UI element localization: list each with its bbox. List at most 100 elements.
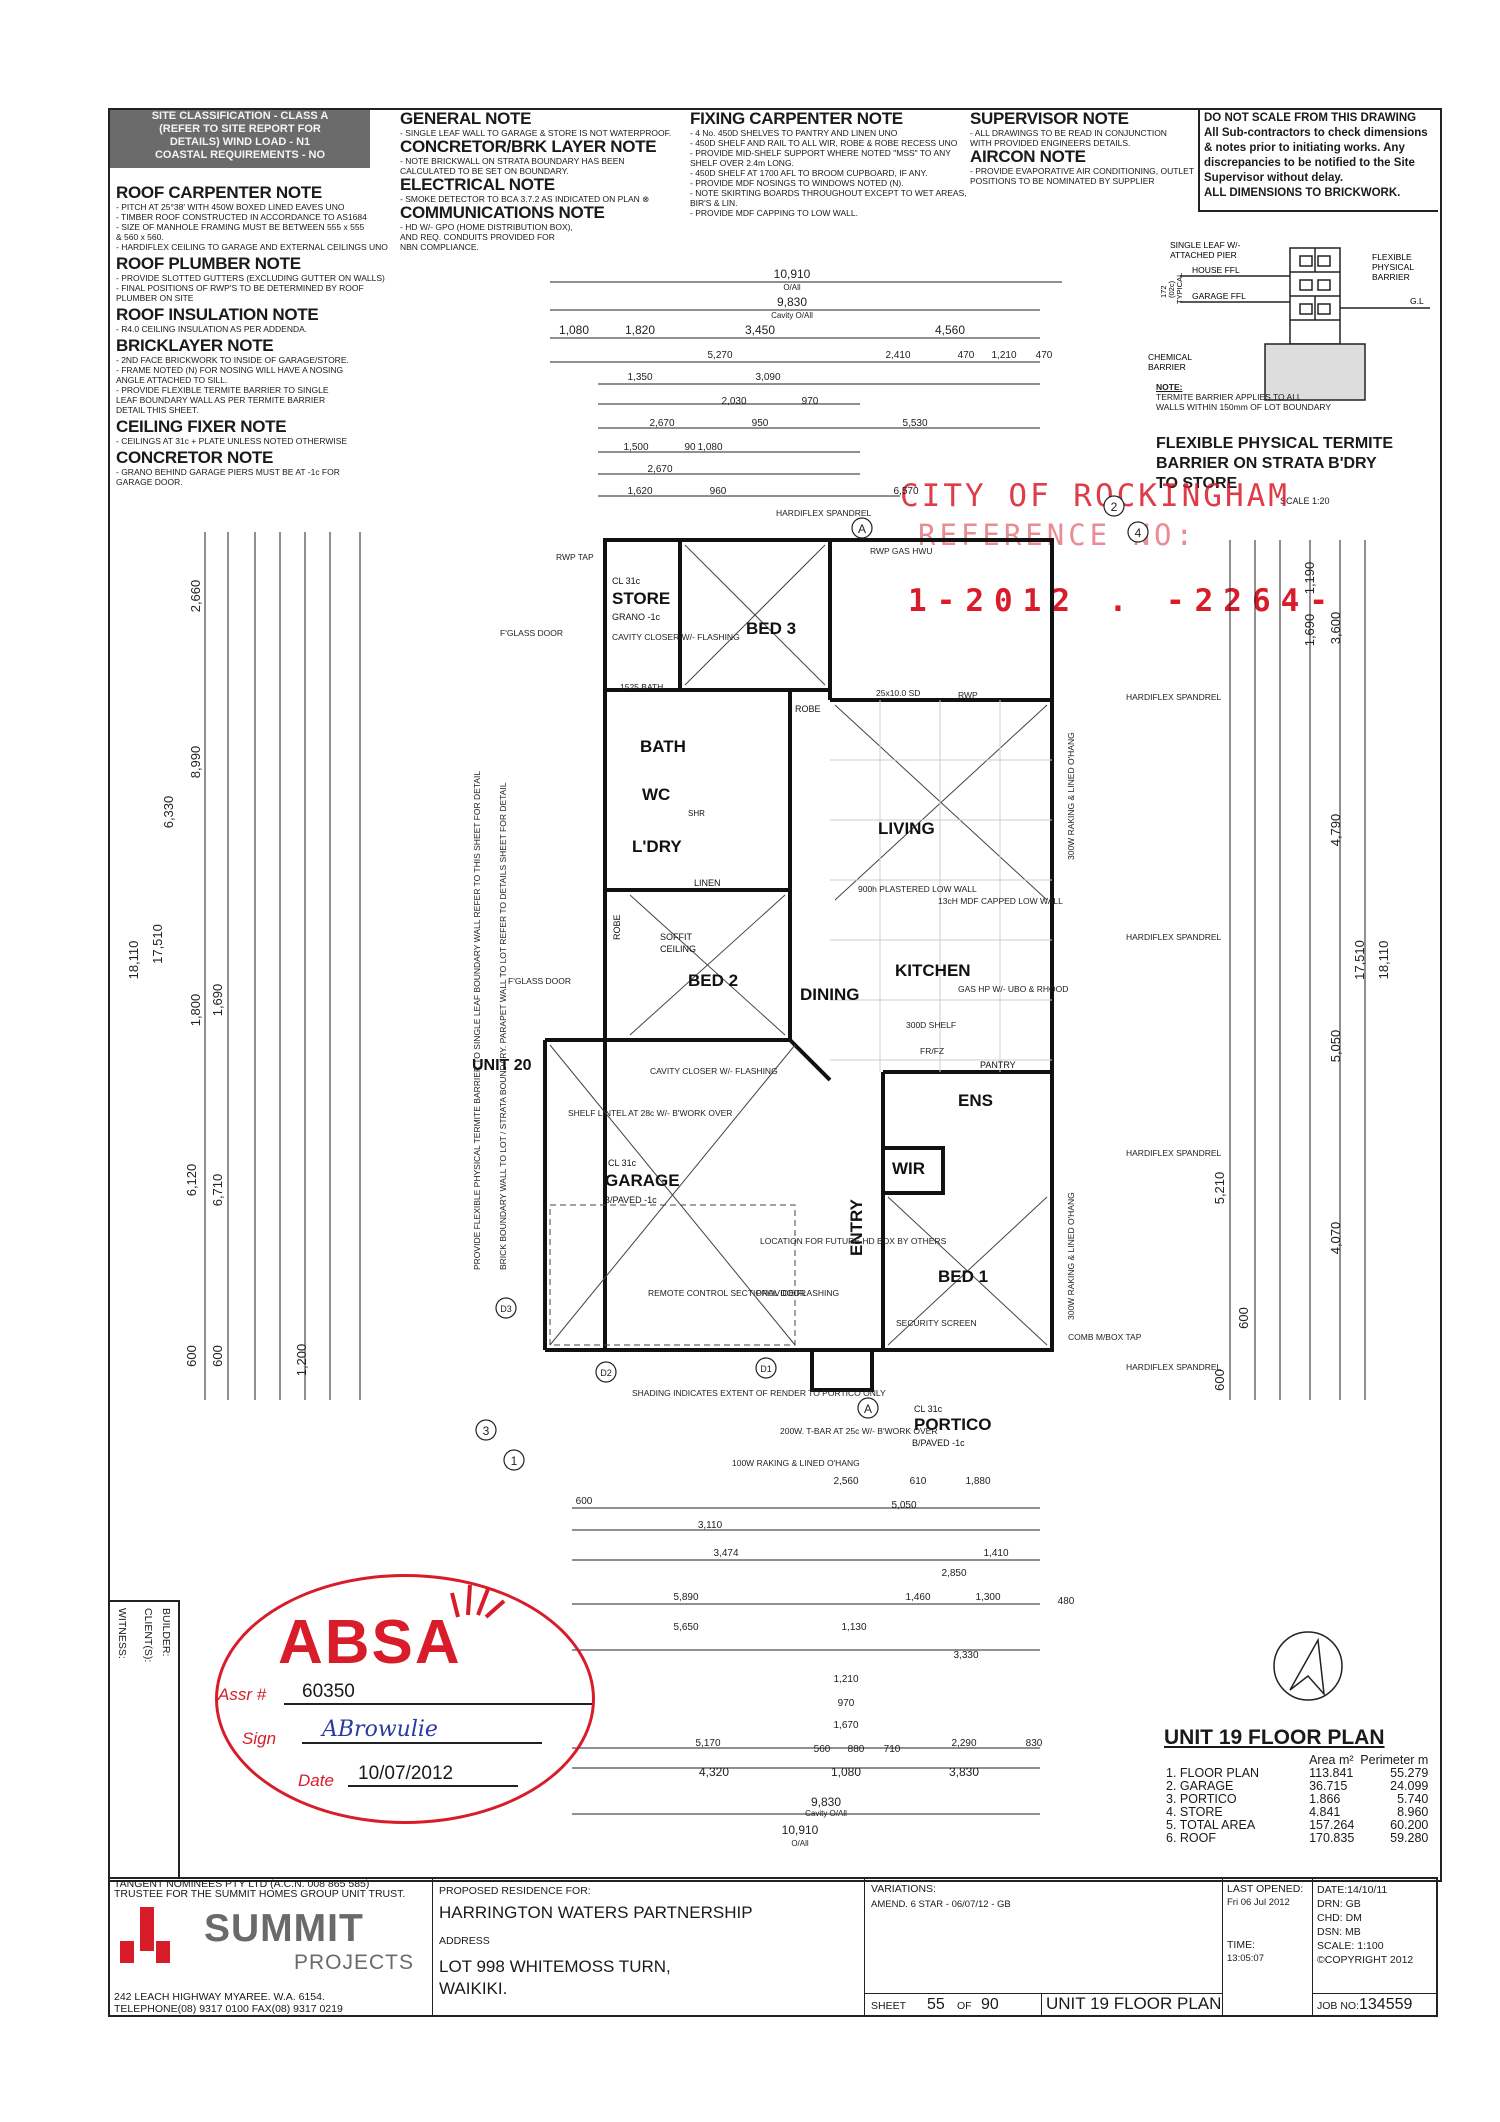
top-inner-dim-9: 970 xyxy=(802,396,819,407)
proposed-label: PROPOSED RESIDENCE FOR: xyxy=(439,1885,591,1897)
sheet-row: SHEET 55 OF 90 UNIT 19 FLOOR PLAN xyxy=(865,1993,1222,2018)
clients-label: CLIENT(S): xyxy=(142,1608,154,1663)
top-inner-dim-14: 90 xyxy=(684,442,696,453)
room-kitchen: KITCHEN xyxy=(895,961,971,980)
room-ens: ENS xyxy=(958,1091,993,1110)
roof-plumber-text: - PROVIDE SLOTTED GUTTERS (EXCLUDING GUT… xyxy=(116,273,385,303)
left-dim-11: 600 xyxy=(184,1345,199,1367)
left-dim-3: 6,330 xyxy=(161,796,176,829)
bottom-dim-2: 3,110 xyxy=(698,1520,723,1531)
fixing-carpenter-text: - 4 No. 450D SHELVES TO PANTRY AND LINEN… xyxy=(690,128,967,218)
bottom-dim-4: 610 xyxy=(910,1476,927,1487)
company-cell: TANGENT NOMINEES PTY LTD (A.C.N. 008 865… xyxy=(112,1879,430,2016)
right-dim-6: 18,110 xyxy=(1376,941,1391,980)
address-lot: LOT 998 WHITEMOSS TURN, xyxy=(439,1957,671,1976)
bricklayer-heading: BRICKLAYER NOTE xyxy=(116,336,274,355)
top-cavity-sub: Cavity O/All xyxy=(771,311,813,320)
concretor-brk-text: - NOTE BRICKWALL ON STRATA BOUNDARY HAS … xyxy=(400,156,625,176)
section-1: 1 xyxy=(511,1454,518,1468)
frfz-label: FR/FZ xyxy=(920,1046,944,1056)
kitchen-low-wall-label: 13cH MDF CAPPED LOW WALL xyxy=(938,896,1063,906)
sign-value: ABrowulie xyxy=(302,1717,542,1744)
bottom-dim-28: 3,830 xyxy=(949,1765,979,1779)
hardiflex-label-2: HARDIFLEX SPANDREL xyxy=(1126,932,1222,942)
room-garage-sub: B/PAVED -1c xyxy=(604,1195,657,1205)
termite-label-02c: (02c) xyxy=(1167,280,1176,298)
company-line2: TRUSTEE FOR THE SUMMIT HOMES GROUP UNIT … xyxy=(114,1888,406,1900)
floor-plan: STORE CL 31c GRANO -1c BED 3 BATH WC L'D… xyxy=(126,267,1391,1848)
date-value: 10/07/2012 xyxy=(348,1763,518,1787)
provide-flashing-label: PROVIDE FLASHING xyxy=(756,1288,839,1298)
variation-entry: AMEND. 6 STAR - 06/07/12 - GB xyxy=(871,1899,1011,1910)
right-dim-9: 4,070 xyxy=(1328,1222,1343,1255)
communications-heading: COMMUNICATIONS NOTE xyxy=(400,203,605,222)
termite-label-single-leaf: SINGLE LEAF W/- xyxy=(1170,240,1241,250)
address-label: ADDRESS xyxy=(439,1935,490,1947)
aircon-text: - PROVIDE EVAPORATIVE AIR CONDITIONING, … xyxy=(970,166,1195,186)
top-cavity-dim: 9,830 xyxy=(777,295,807,309)
remote-door-label: REMOTE CONTROL SECTIONAL DOOR xyxy=(648,1288,806,1298)
hardiflex-label-1: HARDIFLEX SPANDREL xyxy=(1126,692,1222,702)
cavity-closer-label-2: CAVITY CLOSER W/- FLASHING xyxy=(650,1066,778,1076)
drawing-frame xyxy=(108,108,1442,1882)
general-note-text: - SINGLE LEAF WALL TO GARAGE & STORE IS … xyxy=(400,128,672,138)
room-robe-1: ROBE xyxy=(795,704,821,714)
location-hd-label: LOCATION FOR FUTURE HD BOX BY OTHERS xyxy=(760,1236,947,1246)
rwp-label: RWP xyxy=(958,690,978,700)
section-a-top: A xyxy=(858,522,866,536)
termite-label-172: 172 xyxy=(1159,285,1168,298)
communications-text: - HD W/- GPO (HOME DISTRIBUTION BOX), AN… xyxy=(400,222,573,252)
drawing-info-cell: DATE:14/10/11 DRN: GB CHD: DM DSN: MB SC… xyxy=(1312,1879,1438,2015)
top-inner-dim-11: 2,670 xyxy=(649,418,674,429)
room-bed3: BED 3 xyxy=(746,619,796,638)
assr-value: 60350 xyxy=(284,1681,592,1705)
variations-label: VARIATIONS: xyxy=(871,1883,936,1895)
room-robe-2: ROBE xyxy=(612,914,622,940)
site-classification: SITE CLASSIFICATION - CLASS A (REFER TO … xyxy=(110,110,370,168)
client-name: HARRINGTON WATERS PARTNERSHIP xyxy=(439,1903,753,1922)
left-dim-1: 2,660 xyxy=(188,580,203,613)
concretor-heading: CONCRETOR NOTE xyxy=(116,448,273,467)
bottom-dim-26: 1,080 xyxy=(831,1765,861,1779)
copyright-info: ©COPYRIGHT 2012 xyxy=(1317,1954,1414,1966)
top-inner-dim-15: 1,080 xyxy=(697,442,722,453)
company-address1: 242 LEACH HIGHWAY MYAREE. W.A. 6154. xyxy=(114,1991,325,2003)
fixing-carpenter-heading: FIXING CARPENTER NOTE xyxy=(690,109,903,128)
city-stamp-ref: 1-2012 . -2264- xyxy=(908,583,1338,619)
roof-insulation-heading: ROOF INSULATION NOTE xyxy=(116,305,319,324)
room-ceiling: CEILING xyxy=(660,944,696,954)
bottom-dim-22: 830 xyxy=(1026,1738,1043,1749)
bottom-dim-13: 1,300 xyxy=(975,1592,1000,1603)
left-dim-7: 1,690 xyxy=(210,984,225,1017)
bottom-dim-14: 480 xyxy=(1058,1596,1075,1607)
assr-label: Assr # xyxy=(218,1685,267,1704)
roof-insulation-text: - R4.0 CEILING INSULATION AS PER ADDENDA… xyxy=(116,324,308,334)
sheet-title: UNIT 19 FLOOR PLAN xyxy=(1041,1994,1221,2016)
right-dim-11: 600 xyxy=(1212,1369,1227,1391)
title-block: TANGENT NOMINEES PTY LTD (A.C.N. 008 865… xyxy=(108,1877,1438,2017)
room-bath: BATH xyxy=(640,737,686,756)
bottom-dim-10: 5,890 xyxy=(673,1592,698,1603)
termite-vertical-note: PROVIDE FLEXIBLE PHYSICAL TERMITE BARRIE… xyxy=(472,771,482,1270)
date-info: DATE:14/10/11 xyxy=(1317,1884,1388,1896)
top-inner-dim-5: 470 xyxy=(1036,350,1053,361)
bottom-overall-dim: 10,910 xyxy=(782,1823,819,1837)
bottom-dim-24: 880 xyxy=(848,1744,865,1755)
top-inner-dim-7: 1,350 xyxy=(627,372,652,383)
section-3: 3 xyxy=(483,1424,490,1438)
address-suburb: WAIKIKI. xyxy=(439,1979,508,1998)
last-opened-label: LAST OPENED: xyxy=(1227,1883,1304,1895)
job-label: JOB NO: xyxy=(1317,2000,1360,2012)
room-unit20: UNIT 20 xyxy=(472,1057,532,1074)
section-d3: D3 xyxy=(500,1304,512,1314)
raking-right-note-1: 300W RAKING & LINED O'HANG xyxy=(1066,732,1076,860)
bottom-dim-8: 1,410 xyxy=(983,1548,1008,1559)
cavity-closer-label-1: CAVITY CLOSER W/- FLASHING xyxy=(612,632,740,642)
variations-cell: VARIATIONS: AMEND. 6 STAR - 06/07/12 - G… xyxy=(864,1879,1222,2018)
bottom-dim-12: 1,460 xyxy=(905,1592,930,1603)
top-inner-dim-19: 6,570 xyxy=(893,486,918,497)
hardiflex-label-5: HARDIFLEX SPANDREL xyxy=(776,508,872,518)
